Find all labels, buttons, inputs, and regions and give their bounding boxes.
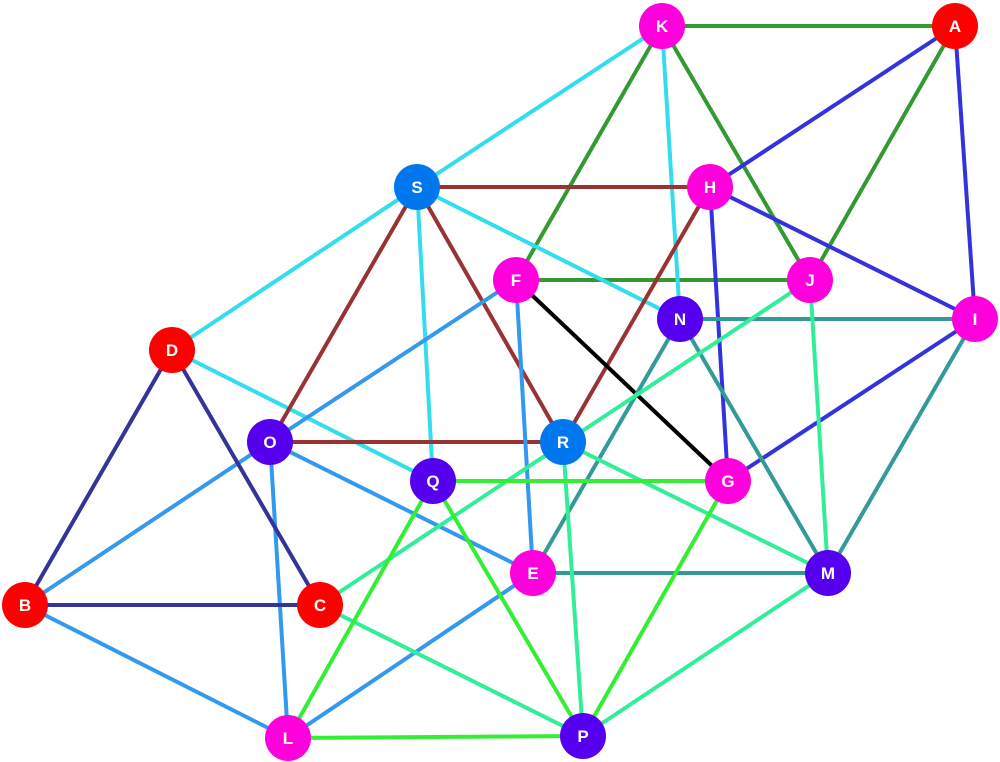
edge-a-h [708, 24, 957, 189]
edge-a-i [953, 24, 977, 321]
edge-d-q [170, 348, 435, 483]
node-label-k: K [656, 17, 669, 36]
node-o: O [247, 419, 293, 465]
edge-h-r [561, 185, 712, 444]
node-label-h: H [704, 178, 716, 197]
edge-s-r [415, 185, 565, 444]
node-d: D [149, 327, 195, 373]
edge-q-l [286, 479, 435, 740]
node-circle-h [687, 164, 733, 210]
edge-q-p [431, 479, 585, 738]
node-circle-r [540, 419, 586, 465]
edges-layer [23, 24, 977, 740]
node-m: M [805, 550, 851, 596]
node-circle-o [247, 419, 293, 465]
node-circle-m [805, 550, 851, 596]
node-circle-l [265, 715, 311, 761]
node-label-n: N [674, 310, 686, 329]
edge-k-f [514, 24, 664, 282]
edge-f-o [268, 278, 518, 444]
node-circle-e [510, 550, 556, 596]
edge-s-o [268, 185, 419, 444]
node-label-a: A [949, 17, 961, 36]
node-label-f: F [511, 271, 521, 290]
node-circle-j [787, 257, 833, 303]
node-circle-i [952, 296, 998, 342]
edge-m-p [581, 571, 830, 738]
edge-r-p [561, 440, 585, 738]
node-a: A [932, 3, 978, 49]
node-c: C [297, 582, 343, 628]
node-p: P [560, 713, 606, 759]
node-circle-d [149, 327, 195, 373]
node-f: F [493, 257, 539, 303]
edge-o-b [23, 440, 272, 607]
node-circle-q [410, 458, 456, 504]
edge-o-l [268, 440, 290, 740]
node-label-o: O [263, 433, 276, 452]
edge-h-i [708, 185, 977, 321]
node-g: G [705, 458, 751, 504]
node-label-s: S [411, 178, 422, 197]
node-circle-s [394, 164, 440, 210]
edge-d-c [170, 348, 322, 607]
node-q: Q [410, 458, 456, 504]
node-k: K [639, 3, 685, 49]
edge-n-m [678, 317, 830, 575]
node-circle-p [560, 713, 606, 759]
edge-h-g [708, 185, 730, 483]
node-e: E [510, 550, 556, 596]
node-label-e: E [527, 564, 538, 583]
node-l: L [265, 715, 311, 761]
node-label-i: I [973, 310, 978, 329]
node-circle-a [932, 3, 978, 49]
node-circle-g [705, 458, 751, 504]
edge-j-m [808, 278, 830, 575]
node-label-q: Q [426, 472, 439, 491]
node-i: I [952, 296, 998, 342]
node-circle-k [639, 3, 685, 49]
edge-e-l [286, 571, 535, 740]
edge-f-e [514, 278, 535, 575]
node-circle-c [297, 582, 343, 628]
node-n: N [657, 296, 703, 342]
node-label-g: G [721, 472, 734, 491]
node-label-b: B [19, 596, 31, 615]
edge-o-e [268, 440, 535, 575]
node-label-r: R [557, 433, 569, 452]
edge-l-p [286, 734, 585, 740]
node-label-c: C [314, 596, 326, 615]
node-s: S [394, 164, 440, 210]
node-b: B [2, 582, 48, 628]
edge-s-n [415, 185, 682, 321]
edge-n-e [531, 317, 682, 575]
edge-s-d [170, 185, 419, 352]
node-label-m: M [821, 564, 835, 583]
node-label-j: J [805, 271, 814, 290]
edge-g-p [581, 479, 730, 738]
edge-k-j [660, 24, 812, 282]
edge-c-p [318, 603, 585, 738]
edge-f-g [514, 278, 730, 483]
node-label-l: L [283, 729, 293, 748]
edge-d-b [23, 348, 174, 607]
edge-i-m [826, 317, 977, 575]
edge-i-g [726, 317, 977, 483]
node-j: J [787, 257, 833, 303]
edge-r-m [561, 440, 830, 575]
edge-b-l [23, 603, 290, 740]
node-circle-n [657, 296, 703, 342]
node-r: R [540, 419, 586, 465]
node-h: H [687, 164, 733, 210]
node-label-p: P [577, 727, 588, 746]
edge-k-s [415, 24, 664, 189]
edge-s-q [415, 185, 435, 483]
node-circle-b [2, 582, 48, 628]
edge-k-n [660, 24, 682, 321]
node-label-d: D [166, 341, 178, 360]
edge-a-j [808, 24, 957, 282]
node-circle-f [493, 257, 539, 303]
nodes-layer: A B C D E F G H I J K L M N O P Q R S [2, 3, 998, 761]
